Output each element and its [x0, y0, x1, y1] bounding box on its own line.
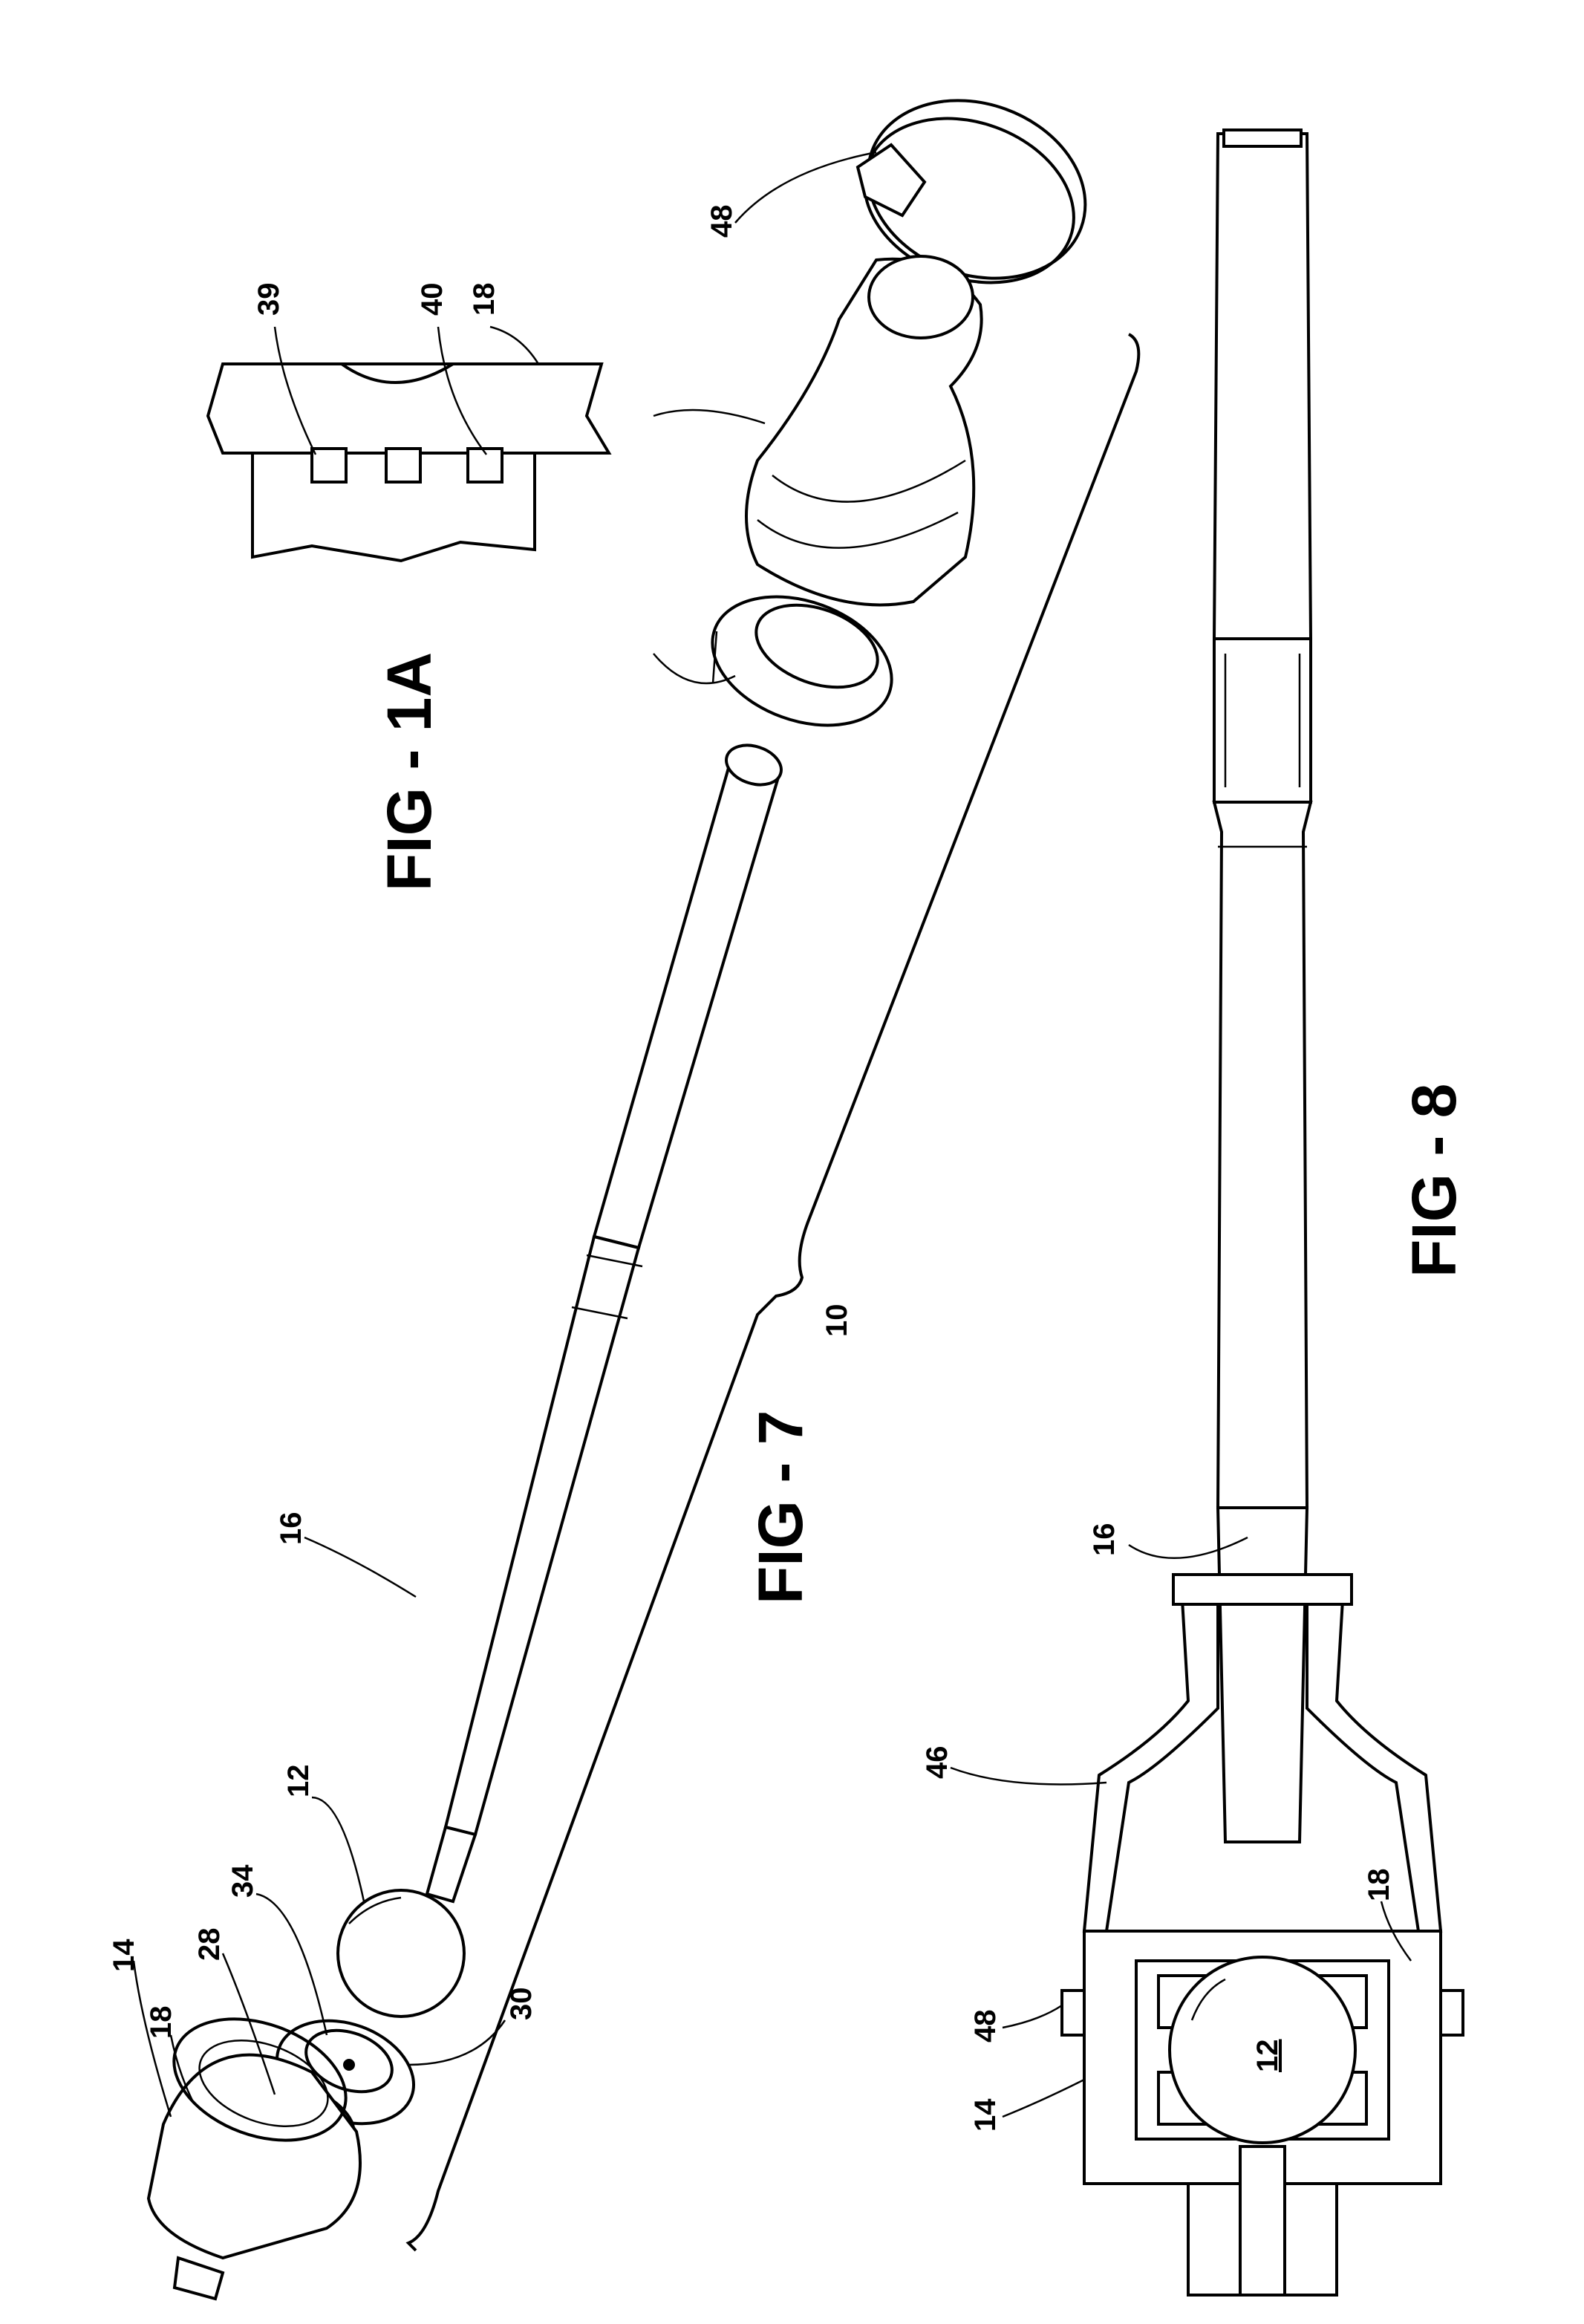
fig-7-leader-48: [735, 152, 876, 223]
fig-8-label-16: 16: [1088, 1523, 1121, 1557]
fig-7-leader-16: [304, 1537, 416, 1597]
fig-7-label-10: 10: [821, 1304, 853, 1338]
fig-7-ball-12: [338, 1890, 464, 2017]
fig-1a-label-18: 18: [468, 283, 501, 316]
fig-7-label-14: 14: [108, 1939, 140, 1972]
fig-7-label-12: 12: [282, 1765, 315, 1798]
fig-8-label-46: 46: [921, 1746, 954, 1780]
fig-8-leader-48: [1003, 2005, 1062, 2028]
fig-8-label-12: 12: [1251, 2040, 1284, 2073]
fig-8-label-18: 18: [1363, 1869, 1395, 1902]
fig-7-title: FIG - 7: [746, 1410, 815, 1604]
fig-7-label-34: 34: [226, 1864, 259, 1898]
fig-1a-group: 39 40 18 FIG - 1A: [208, 283, 609, 892]
fig-8-label-48: 48: [969, 2010, 1002, 2043]
fig-7-label-16: 16: [275, 1512, 307, 1546]
fig-1a-label-39: 39: [252, 283, 285, 316]
fig-7-label-18: 18: [145, 2006, 177, 2040]
fig-7-label-48: 48: [705, 205, 738, 238]
fig-7-label-30: 30: [505, 1988, 538, 2021]
fig-8-leader-46: [951, 1768, 1106, 1785]
fig-7-leader-30: [408, 2020, 505, 2065]
fig-1a-section-drawing: [208, 327, 609, 561]
fig-7-leader-12: [312, 1797, 364, 1901]
fig-7-label-28: 28: [193, 1928, 226, 1962]
fig-7-leader-34: [256, 1894, 327, 2035]
fig-1a-title: FIG - 1A: [374, 652, 444, 891]
fig-8-leader-14: [1003, 2080, 1084, 2117]
fig-8-title: FIG - 8: [1399, 1084, 1469, 1277]
fig-8-group: 16 46 18 12 48 14 FIG - 8: [921, 130, 1469, 2295]
fig-7-boot: [746, 256, 982, 605]
fig-8-label-14: 14: [969, 2098, 1002, 2132]
fig-7-leader-boot: [654, 410, 765, 423]
fig-1a-label-40: 40: [416, 283, 449, 316]
